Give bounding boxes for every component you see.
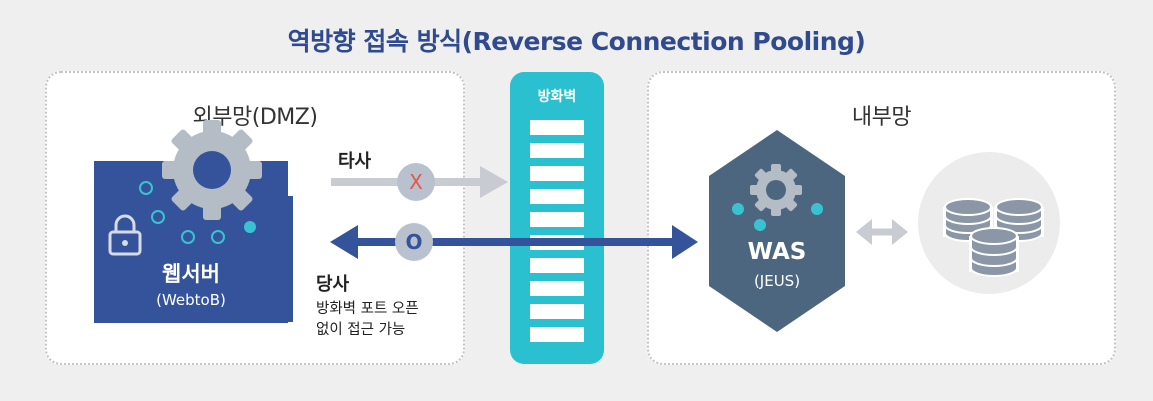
allowed-marker: O — [395, 223, 433, 261]
diagram-title: 역방향 접속 방식(Reverse Connection Pooling) — [287, 27, 866, 56]
firewall-slot — [530, 281, 584, 296]
was-name: WAS — [747, 239, 807, 265]
was-product: (JEUS) — [753, 272, 801, 290]
firewall-slot — [530, 143, 584, 158]
firewall-slot — [530, 189, 584, 204]
database-icon — [943, 198, 1044, 277]
firewall: 방화벽 — [510, 72, 604, 364]
gear-icon — [750, 164, 802, 216]
our-company-label: 당사 — [316, 274, 350, 295]
web-server-product: (WebtoB) — [156, 291, 226, 309]
firewall-slot — [530, 304, 584, 319]
web-server-box-edge — [279, 196, 293, 322]
web-server-name: 웹서버 — [162, 262, 220, 286]
firewall-label: 방화벽 — [537, 89, 577, 105]
firewall-slot — [530, 212, 584, 227]
other-company-label: 타사 — [338, 151, 372, 172]
firewall-slot — [530, 258, 584, 273]
firewall-slot — [530, 120, 584, 135]
gear-icon — [162, 120, 262, 220]
internal-zone-label: 내부망 — [851, 105, 912, 130]
our-company-desc-1: 방화벽 포트 오픈 — [316, 301, 419, 317]
lock-icon — [108, 214, 142, 256]
firewall-slot — [530, 327, 584, 342]
blocked-marker: X — [397, 163, 435, 201]
our-company-desc-2: 없이 접근 가능 — [316, 322, 406, 338]
firewall-slot — [530, 166, 584, 181]
